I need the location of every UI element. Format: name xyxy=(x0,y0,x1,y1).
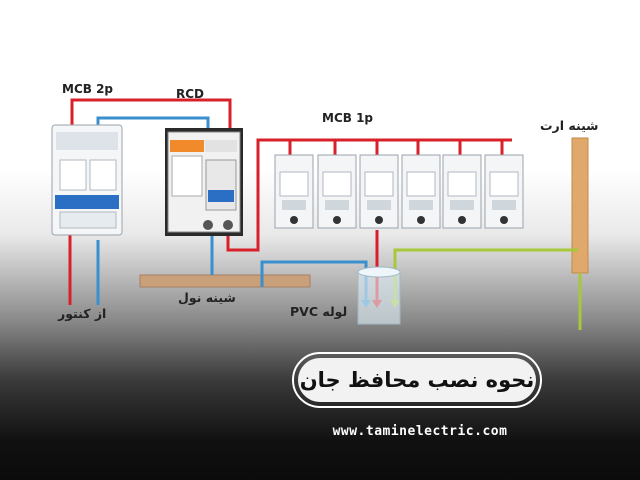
website-url: www.taminelectric.com xyxy=(332,424,508,439)
mcb-1p-breaker xyxy=(442,154,482,229)
label-neutral-bar: شینه نول xyxy=(178,290,236,305)
mcb-1p-breaker xyxy=(274,154,314,229)
mcb-1p-breakers xyxy=(274,154,524,229)
earth-bar xyxy=(571,137,589,274)
page-title: نحوه نصب محافظ جان xyxy=(298,358,536,402)
label-from-meter: از کنتور xyxy=(58,306,107,321)
mcb-2p-breaker xyxy=(51,124,123,236)
label-mcb-1p: MCB 1p xyxy=(322,111,374,125)
pvc-pipe xyxy=(357,266,401,325)
earth-wires xyxy=(393,248,582,330)
label-rcd: RCD xyxy=(176,87,205,101)
mcb-1p-breaker xyxy=(401,154,441,229)
neutral-bar xyxy=(139,274,311,288)
live-wires xyxy=(68,98,512,305)
mcb-1p-breaker xyxy=(359,154,399,229)
mcb-1p-breaker xyxy=(317,154,357,229)
label-earth-bar: شینه ارت xyxy=(540,118,599,133)
label-mcb-2p: MCB 2p xyxy=(62,82,114,96)
mcb-1p-breaker xyxy=(484,154,524,229)
label-pvc-pipe: لوله PVC xyxy=(290,304,348,319)
title-pill: نحوه نصب محافظ جان xyxy=(292,352,542,408)
rcd-device xyxy=(165,128,243,236)
